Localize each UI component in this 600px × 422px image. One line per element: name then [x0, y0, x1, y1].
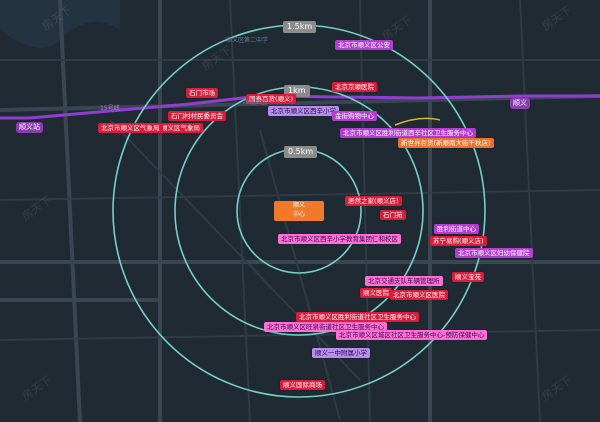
poi-pill[interactable]: 金街购物中心 — [332, 111, 377, 121]
poi-pill[interactable]: 石门市场 — [186, 88, 218, 98]
poi-pill[interactable]: 苏宁易购(顺义店) — [430, 236, 487, 246]
station-shunyi[interactable]: 顺义 — [510, 98, 530, 109]
station-shunyizhan[interactable]: 顺义站 — [16, 122, 43, 133]
poi-pill[interactable]: 居然之家(顺义店) — [345, 196, 402, 206]
poi-pill[interactable]: 北京市顺义区公安 — [335, 40, 393, 50]
poi-pill[interactable]: 顺义医院 — [360, 288, 392, 298]
poi-pill[interactable]: 北京京顺医院 — [332, 82, 377, 92]
poi-pill[interactable]: 北京市顺义区西辛小学 — [268, 106, 339, 116]
poi-pill[interactable]: 北京市顺义区胜利街道西辛社区卫生服务中心 — [340, 128, 476, 138]
poi-pill[interactable]: 顺义区气象局 — [158, 123, 203, 133]
poi-pill[interactable]: 北京市顺义区胜利街道社区卫生服务中心 — [296, 312, 419, 322]
poi-pill[interactable]: 北京市顺义区旺泉街道社区卫生服务中心 — [264, 322, 387, 332]
poi-pill[interactable]: 顺义国际商场 — [280, 380, 325, 390]
ring-label-1-5km: 1.5km — [283, 21, 317, 33]
poi-pill[interactable]: 北京市顺义区气象局 — [98, 123, 163, 133]
poi-pill[interactable]: 胜利街道中心 — [434, 224, 479, 234]
poi-pill[interactable]: 北京市顺义区医院 — [390, 290, 448, 300]
poi-pill[interactable]: 国泰百货(顺义) — [246, 94, 297, 104]
poi-pill[interactable]: 石门苑 — [380, 210, 406, 220]
poi-pill[interactable]: 北京交通支队车辆管理所 — [365, 276, 443, 286]
poi-pill[interactable]: 北京市顺义区城区社区卫生服务中心-预防保健中心 — [336, 330, 488, 340]
poi-pill[interactable]: 北京市顺义区妇幼保健院 — [455, 248, 533, 258]
line-15-label: 15号线 — [100, 105, 120, 112]
poi-pill[interactable]: 北京市顺义区西辛小学教育集团仁和校区 — [278, 234, 401, 244]
poi-pill[interactable]: 顺义宝苑 — [452, 272, 484, 282]
center-marker[interactable]: 顺义 中心 — [274, 201, 324, 221]
poi-pill[interactable]: 顺义一中附属小学 — [312, 348, 370, 358]
poi-pill[interactable]: 石门村村民委员会 — [168, 111, 226, 121]
poi-pill[interactable]: 新世界百货(新顺南大街千秋店) — [398, 138, 494, 148]
ring-label-0-5km: 0.5km — [284, 146, 318, 158]
